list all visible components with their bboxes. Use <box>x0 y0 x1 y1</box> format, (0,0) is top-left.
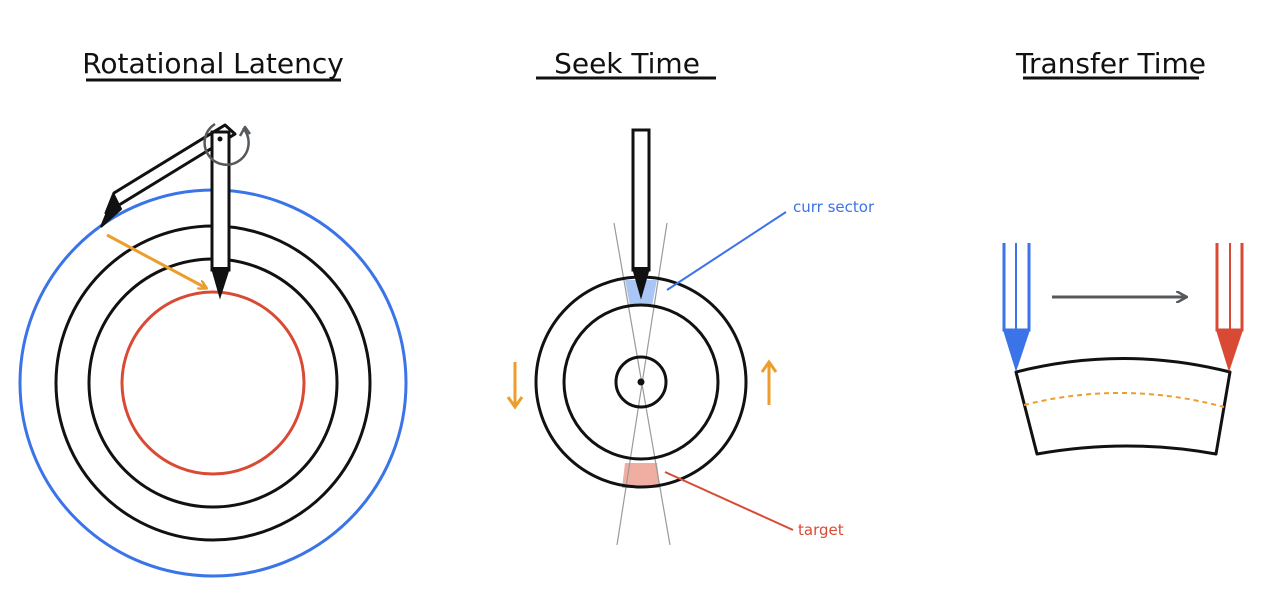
transfer-time-panel: Transfer Time <box>1002 47 1244 456</box>
transfer-time-title: Transfer Time <box>1015 47 1206 80</box>
current-sector-callout-line <box>666 211 787 291</box>
current-sector-label: curr sector <box>793 198 875 216</box>
platter-center-dot <box>637 378 645 386</box>
end-head-icon <box>1215 243 1244 372</box>
read-write-head-icon-seek <box>631 128 651 300</box>
platter-spindle-ring <box>614 355 668 409</box>
rotational-latency-panel: Rotational Latency <box>18 47 408 578</box>
track-ring-middle <box>87 257 339 509</box>
head-movement-arrow-icon <box>106 233 206 288</box>
start-head-icon <box>1002 243 1031 372</box>
target-label: target <box>798 521 844 539</box>
track-centerline <box>1023 391 1225 408</box>
rotation-down-arrow-icon <box>506 362 524 410</box>
rotation-arrow-icon <box>203 122 252 166</box>
read-write-head-icon-rotated <box>100 123 237 228</box>
seek-time-panel: Seek Time curr sector <box>506 47 875 546</box>
seek-time-title: Seek Time <box>554 47 700 80</box>
target-sector-wedge <box>622 463 660 488</box>
rotational-latency-title: Rotational Latency <box>82 47 344 80</box>
inner-track-red <box>120 290 306 476</box>
sector-segment <box>1014 357 1232 456</box>
read-write-head-icon <box>210 130 231 300</box>
target-callout-line <box>664 471 794 531</box>
rotation-up-arrow-icon <box>760 359 778 405</box>
platter-middle-ring <box>562 303 720 461</box>
